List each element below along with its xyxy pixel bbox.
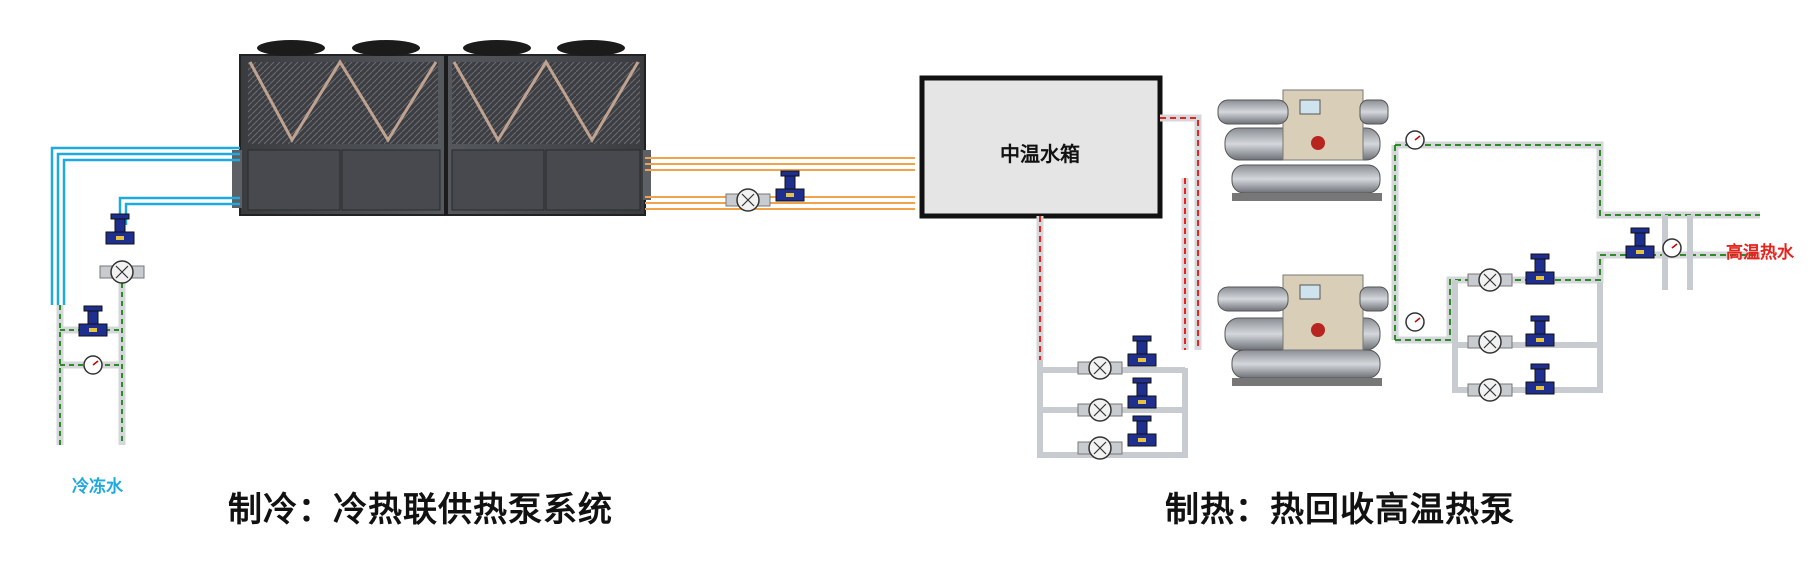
- pump-icon: [1077, 356, 1123, 380]
- intermediate-water-tank: [919, 75, 1163, 219]
- hot-water-label: 高温热水: [1726, 243, 1794, 263]
- pressure-gauge-icon: [1662, 238, 1682, 258]
- pump-icon: [1467, 268, 1513, 292]
- hot-supply-pipes-left: [645, 157, 915, 210]
- right-caption: 制热：热回收高温热泵: [1165, 490, 1515, 530]
- heat-recovery-unit-lower: [1217, 274, 1389, 386]
- pump-icon: [1077, 398, 1123, 422]
- pump-icon: [725, 188, 771, 212]
- pressure-gauge-icon: [83, 355, 103, 375]
- left-caption: 制冷：冷热联供热泵系统: [228, 490, 613, 530]
- pump-icon: [1467, 378, 1513, 402]
- pressure-gauge-icon: [1405, 312, 1425, 332]
- chilled-return-pipes: [56, 265, 126, 445]
- valve-icon: [1127, 335, 1157, 367]
- valve-icon: [775, 170, 805, 202]
- pumps-and-valves: [78, 130, 1682, 460]
- valve-icon: [1127, 377, 1157, 409]
- chilled-water-label: 冷冻水: [72, 477, 123, 497]
- pump-icon: [99, 260, 145, 284]
- pressure-gauge-icon: [1405, 130, 1425, 150]
- valve-icon: [105, 213, 135, 245]
- valve-icon: [78, 305, 108, 337]
- pump-icon: [1077, 436, 1123, 460]
- chilled-water-pipes: [50, 146, 240, 305]
- valve-icon: [1625, 227, 1655, 259]
- fan-tops: [257, 40, 625, 56]
- outdoor-heat-pump-unit: [232, 40, 651, 216]
- tank-label: 中温水箱: [1000, 142, 1080, 166]
- valve-icon: [1525, 253, 1555, 285]
- valve-icon: [1525, 315, 1555, 347]
- pump-icon: [1467, 330, 1513, 354]
- valve-icon: [1525, 363, 1555, 395]
- heat-recovery-unit-upper: [1217, 89, 1389, 201]
- valve-icon: [1127, 415, 1157, 447]
